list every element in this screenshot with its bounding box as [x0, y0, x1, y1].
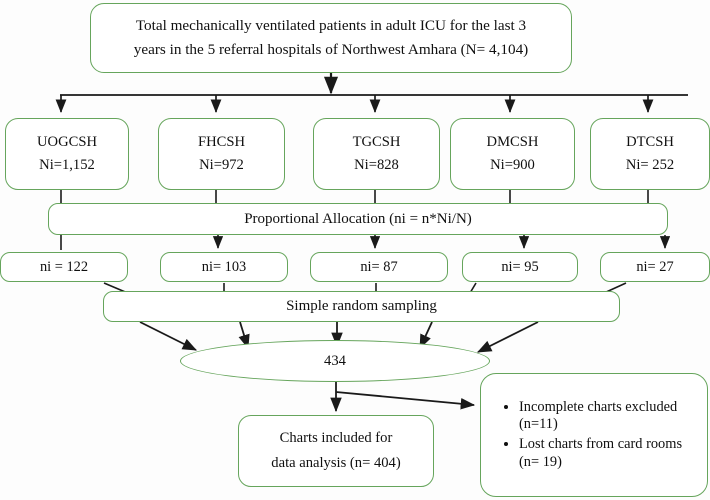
total-population-line-2: years in the 5 referral hospitals of Nor…	[133, 41, 529, 58]
node-total-sampled: 434	[180, 340, 490, 382]
node-proportional-allocation: Proportional Allocation (ni = n*Ni/N)	[48, 203, 668, 235]
node-simple-random-sampling: Simple random sampling	[103, 291, 620, 322]
excluded-bullet-incomplete: Incomplete charts excluded (n=11)	[519, 399, 699, 434]
allocation-label: ni= 87	[360, 258, 398, 275]
total-sampled-value: 434	[324, 352, 346, 369]
hospital-population: Ni= 252	[625, 157, 675, 173]
hospital-name: TGCSH	[352, 134, 401, 150]
hospital-name: DTCSH	[626, 134, 674, 150]
hospital-population: Ni=972	[199, 157, 244, 173]
node-total-population: Total mechanically ventilated patients i…	[90, 3, 572, 73]
allocation-label: ni= 103	[201, 258, 247, 275]
allocation-label: ni= 95	[501, 258, 539, 275]
excluded-bullet-lost: Lost charts from card rooms (n= 19)	[519, 436, 699, 471]
charts-included-line-2: data analysis (n= 404)	[271, 455, 401, 471]
proportional-allocation-label: Proportional Allocation (ni = n*Ni/N)	[244, 210, 472, 227]
connector-allocation-to-ni	[60, 235, 671, 250]
hospital-name: FHCSH	[197, 134, 246, 150]
node-allocation-dtcsh: ni= 27	[600, 252, 710, 282]
connector-title-to-bus	[60, 73, 688, 96]
total-population-line-1: Total mechanically ventilated patients i…	[135, 17, 527, 35]
allocation-label: ni = 122	[39, 258, 89, 275]
node-hospital-tgcsh: TGCSH Ni=828	[313, 118, 440, 190]
hospital-population: Ni=828	[354, 157, 399, 173]
node-hospital-fhcsh: FHCSH Ni=972	[158, 118, 285, 190]
hospital-population: Ni=1,152	[39, 157, 95, 173]
node-allocation-dmcsh: ni= 95	[462, 252, 578, 282]
node-hospital-dmcsh: DMCSH Ni=900	[450, 118, 575, 190]
node-allocation-uogcsh: ni = 122	[0, 252, 128, 282]
node-charts-excluded: Incomplete charts excluded (n=11) Lost c…	[480, 373, 708, 497]
allocation-label: ni= 27	[636, 258, 674, 275]
excluded-bullet-list: Incomplete charts excluded (n=11) Lost c…	[485, 397, 699, 473]
node-charts-included: Charts included for data analysis (n= 40…	[238, 415, 434, 487]
node-allocation-fhcsh: ni= 103	[160, 252, 288, 282]
node-hospital-uogcsh: UOGCSH Ni=1,152	[5, 118, 129, 190]
node-hospital-dtcsh: DTCSH Ni= 252	[590, 118, 710, 190]
connector-total-to-excluded	[335, 391, 476, 410]
node-allocation-tgcsh: ni= 87	[310, 252, 448, 282]
hospital-name: UOGCSH	[36, 134, 97, 150]
connector-bus-to-hospitals	[55, 95, 654, 114]
hospital-population: Ni=900	[490, 157, 535, 173]
connector-hospitals-to-allocation	[60, 190, 649, 204]
simple-random-sampling-label: Simple random sampling	[286, 298, 437, 314]
hospital-name: DMCSH	[486, 134, 539, 150]
charts-included-line-1: Charts included for	[279, 430, 393, 446]
